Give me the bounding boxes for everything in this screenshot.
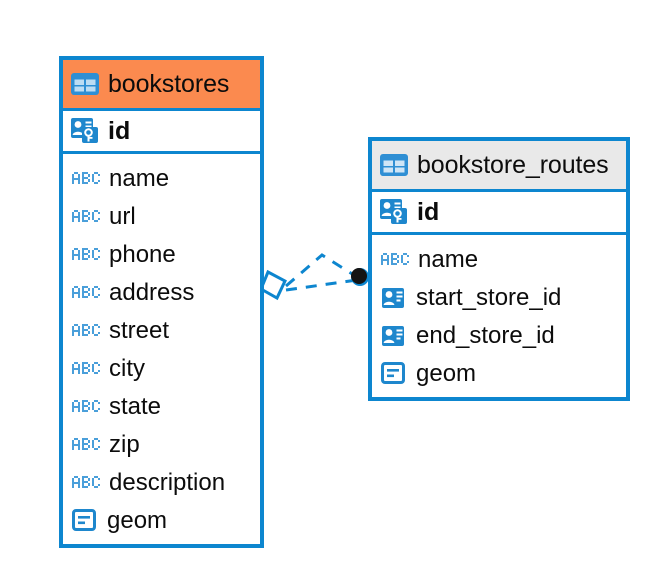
- abc-text-icon: [72, 473, 100, 493]
- field-row-end-store-id[interactable]: end_store_id: [372, 317, 626, 355]
- field-row-geom[interactable]: geom: [372, 355, 626, 393]
- entity-bookstores[interactable]: bookstores: [59, 56, 264, 548]
- entity-header-bookstore-routes[interactable]: bookstore_routes: [372, 141, 626, 189]
- abc-text-icon: [72, 397, 100, 417]
- field-label: state: [109, 393, 162, 420]
- field-label: start_store_id: [416, 284, 562, 311]
- field-row-description[interactable]: description: [63, 464, 260, 502]
- entity-bookstore-routes[interactable]: bookstore_routes: [368, 137, 630, 401]
- field-row-name[interactable]: name: [63, 160, 260, 198]
- field-list-bookstore-routes: name start_store_id: [372, 235, 626, 399]
- field-label: geom: [416, 360, 477, 387]
- table-icon: [380, 154, 408, 176]
- field-row-primary-key[interactable]: id: [63, 108, 260, 154]
- field-label: geom: [107, 507, 168, 534]
- abc-text-icon: [72, 321, 100, 341]
- entity-title: bookstores: [108, 69, 230, 98]
- field-row-state[interactable]: state: [63, 388, 260, 426]
- field-row-city[interactable]: city: [63, 350, 260, 388]
- field-label: zip: [109, 431, 140, 458]
- primary-key-icon: [380, 199, 408, 225]
- field-row-zip[interactable]: zip: [63, 426, 260, 464]
- field-row-geom[interactable]: geom: [63, 502, 260, 540]
- field-row-address[interactable]: address: [63, 274, 260, 312]
- field-label: city: [109, 355, 145, 382]
- primary-key-icon: [71, 118, 99, 144]
- field-label: street: [109, 317, 170, 344]
- field-label: name: [109, 165, 170, 192]
- field-row-primary-key[interactable]: id: [372, 189, 626, 235]
- geometry-icon: [72, 509, 98, 533]
- field-label: name: [418, 246, 479, 273]
- field-row-start-store-id[interactable]: start_store_id: [372, 279, 626, 317]
- field-label: end_store_id: [416, 322, 555, 349]
- field-row-street[interactable]: street: [63, 312, 260, 350]
- field-row-name[interactable]: name: [372, 241, 626, 279]
- table-icon: [71, 73, 99, 95]
- geometry-icon: [381, 362, 407, 386]
- diamond-marker-icon: [259, 269, 287, 301]
- field-label-primary-key: id: [108, 116, 131, 145]
- entity-title: bookstore_routes: [417, 150, 609, 179]
- field-label: description: [109, 469, 226, 496]
- relationship-line-lower: [285, 278, 358, 292]
- foreign-key-icon: [381, 286, 407, 310]
- field-row-phone[interactable]: phone: [63, 236, 260, 274]
- relationship-line-upper: [285, 253, 358, 288]
- foreign-key-icon: [381, 324, 407, 348]
- circle-marker-icon: [351, 268, 369, 286]
- abc-text-icon: [72, 435, 100, 455]
- field-label: phone: [109, 241, 176, 268]
- field-label: url: [109, 203, 136, 230]
- abc-text-icon: [72, 283, 100, 303]
- abc-text-icon: [381, 250, 409, 270]
- field-row-url[interactable]: url: [63, 198, 260, 236]
- field-label: address: [109, 279, 195, 306]
- field-list-bookstores: name: [63, 154, 260, 546]
- abc-text-icon: [72, 169, 100, 189]
- abc-text-icon: [72, 245, 100, 265]
- abc-text-icon: [72, 207, 100, 227]
- entity-header-bookstores[interactable]: bookstores: [63, 60, 260, 108]
- abc-text-icon: [72, 359, 100, 379]
- field-label-primary-key: id: [417, 197, 440, 226]
